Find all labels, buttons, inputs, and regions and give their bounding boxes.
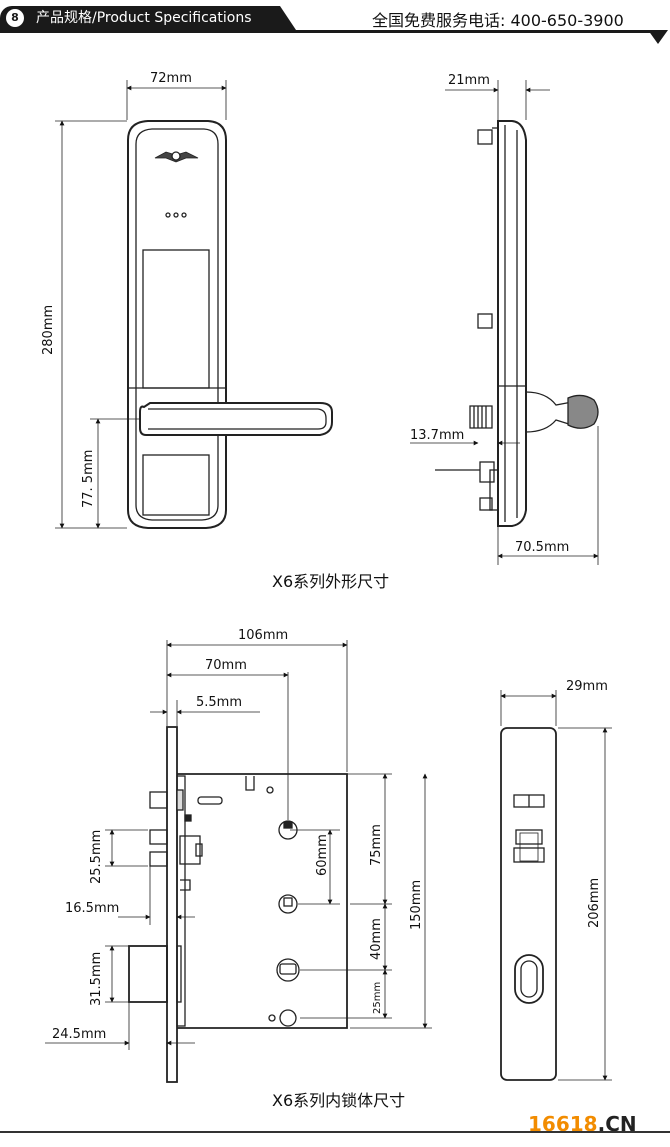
dim-latch-offset: 16.5mm (65, 901, 119, 916)
lock-body (128, 726, 348, 1083)
dim-lower-spacing: 25mm (372, 982, 383, 1014)
exterior-caption: X6系列外形尺寸 (272, 572, 390, 591)
dim-backset: 70mm (205, 658, 247, 673)
dim-offset: 13.7mm (410, 428, 464, 443)
dim-deadbolt-projection: 24.5mm (52, 1027, 106, 1042)
front-view-dimensions (55, 80, 227, 529)
lockbody-caption: X6系列内锁体尺寸 (272, 1091, 406, 1110)
front-view (127, 120, 333, 529)
strike-plate (500, 727, 557, 1081)
footer-divider (0, 1131, 670, 1133)
dim-cylinder-distance: 75mm (369, 824, 384, 866)
page-header: 8 产品规格/Product Specifications 全国免费服务电话: … (0, 0, 670, 44)
dim-faceplate-offset: 5.5mm (196, 695, 242, 710)
dim-width: 72mm (150, 71, 192, 86)
lock-body-dimensions (45, 640, 432, 1050)
dim-cylinder-to-lower: 40mm (369, 918, 384, 960)
dim-plate-height: 206mm (587, 878, 602, 928)
dim-thickness: 21mm (448, 73, 490, 88)
header-corner-decoration (648, 30, 668, 44)
section-number-badge: 8 (6, 9, 24, 27)
side-view (435, 120, 599, 527)
dim-deadbolt-height: 31.5mm (89, 952, 104, 1006)
dim-handle-depth: 70.5mm (515, 540, 569, 555)
dim-plate-width: 29mm (566, 679, 608, 694)
dim-height: 280mm (41, 305, 56, 355)
header-divider (0, 30, 660, 33)
dim-latch-spacing: 25.5mm (89, 830, 104, 884)
section-tab (0, 6, 296, 30)
section-title: 产品规格/Product Specifications (36, 10, 252, 26)
side-view-dimensions (410, 80, 599, 565)
strike-plate-dimensions (500, 690, 612, 1081)
dim-case-height: 150mm (409, 880, 424, 930)
hotline-text: 全国免费服务电话: 400-650-3900 (372, 11, 624, 30)
dim-total-width: 106mm (238, 628, 288, 643)
dim-spindle-distance: 60mm (315, 834, 330, 876)
dim-handle-height: 77. 5mm (81, 450, 96, 508)
